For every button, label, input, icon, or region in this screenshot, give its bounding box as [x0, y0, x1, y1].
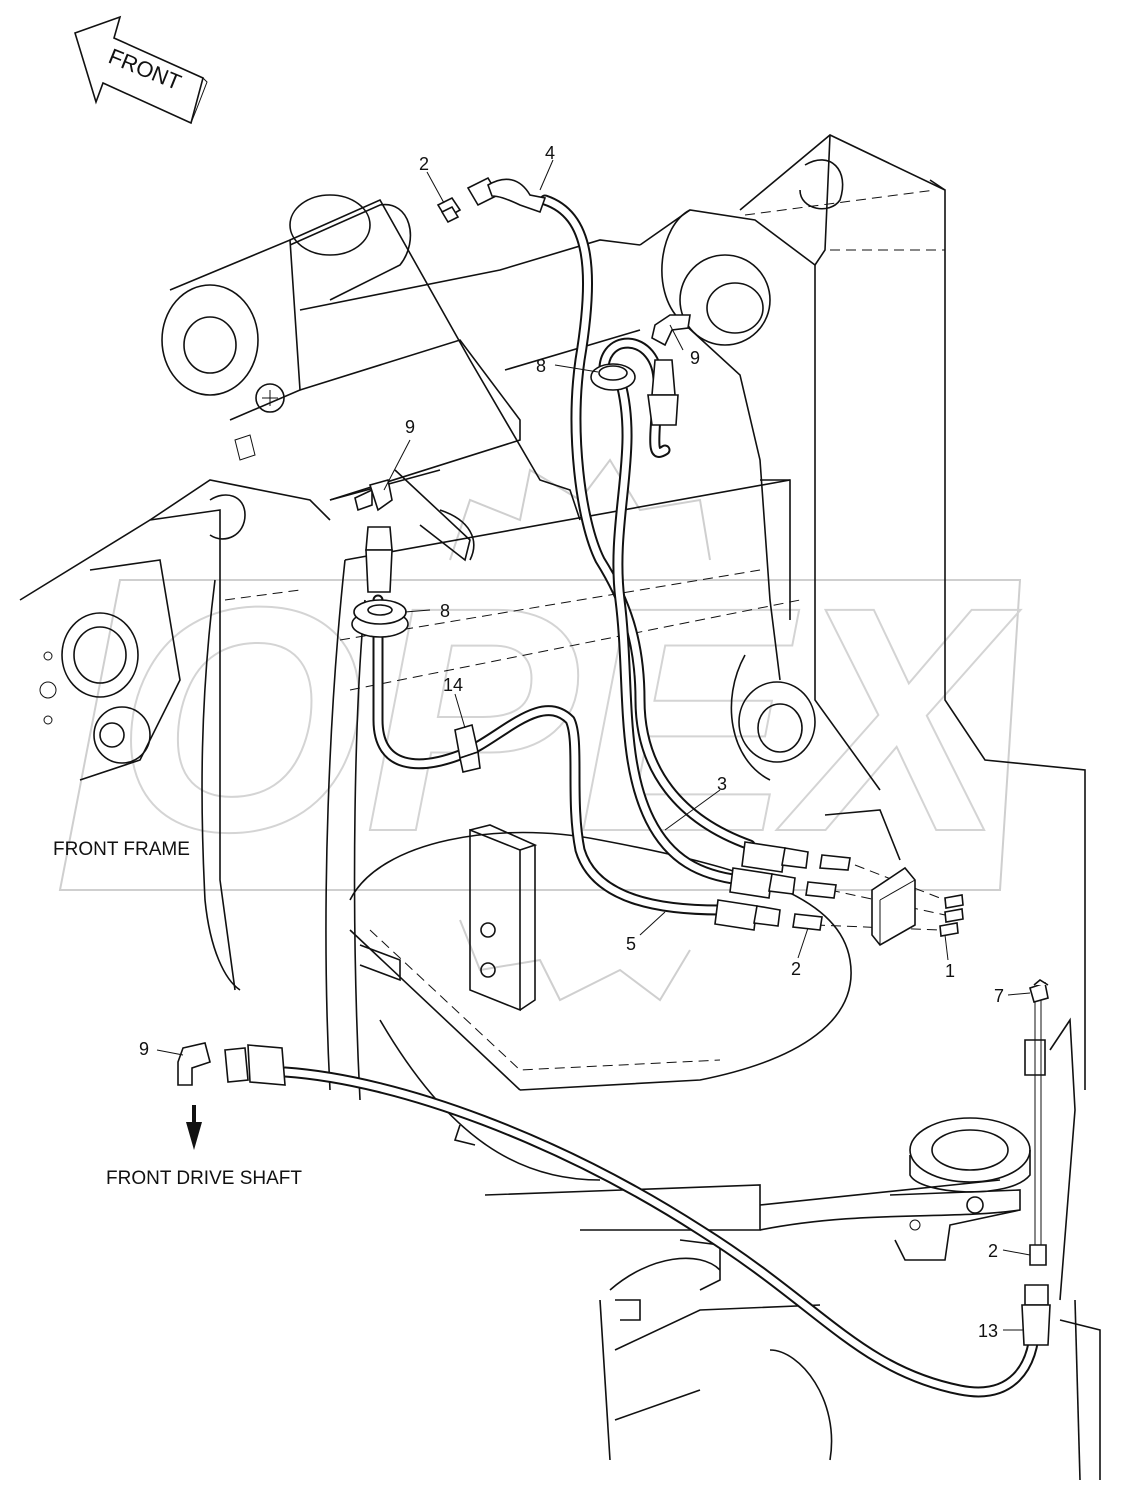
hose-end-middle-icon — [729, 867, 837, 899]
callout-1: 1 — [945, 961, 955, 981]
callout-3: 3 — [717, 774, 727, 794]
elbow-9-lower-icon — [177, 1042, 211, 1086]
fittings — [177, 176, 1051, 1346]
callout-2-lower: 2 — [988, 1241, 998, 1261]
elbow-9-top-icon — [647, 314, 691, 426]
callout-8-left: 8 — [440, 601, 450, 621]
callout-4: 4 — [545, 143, 555, 163]
hose-lines — [279, 194, 1042, 1398]
callout-numbers: 2 4 9 8 9 8 14 3 5 2 1 7 9 2 13 — [139, 143, 1004, 1341]
frame-structure — [19, 134, 1101, 1481]
grease-nipple-2-top-icon — [436, 196, 462, 224]
callout-7: 7 — [994, 986, 1004, 1006]
front-drive-shaft-caption: FRONT DRIVE SHAFT — [106, 1168, 302, 1189]
grommet-8-left-icon — [351, 599, 409, 638]
callout-2-middle: 2 — [791, 959, 801, 979]
grease-nipple-2-lower-icon — [1029, 1244, 1047, 1266]
down-arrow-icon — [186, 1105, 202, 1150]
callout-8-top: 8 — [536, 356, 546, 376]
callout-13: 13 — [978, 1321, 998, 1341]
callout-9-top: 9 — [690, 348, 700, 368]
front-direction-arrow: FRONT — [74, 15, 208, 125]
hose-end-lower-icon — [224, 1044, 286, 1086]
hose-end-3-icon — [741, 841, 851, 873]
elbow-9-left-icon — [354, 478, 393, 593]
hose-end-5-icon — [714, 899, 823, 931]
callout-5: 5 — [626, 934, 636, 954]
clamp-14-icon — [454, 723, 481, 773]
hose-end-13-icon — [1021, 1284, 1051, 1346]
callout-2-top: 2 — [419, 154, 429, 174]
callout-9-lower: 9 — [139, 1039, 149, 1059]
hose-end-4-icon — [466, 176, 547, 214]
callout-14: 14 — [443, 675, 463, 695]
elbow-7-icon — [1029, 979, 1049, 1003]
leader-lines — [156, 159, 1031, 1331]
front-frame-caption: FRONT FRAME — [53, 839, 190, 860]
callout-9-left: 9 — [405, 417, 415, 437]
grease-block-1-icon — [871, 866, 964, 947]
grommet-8-top-icon — [590, 363, 636, 391]
